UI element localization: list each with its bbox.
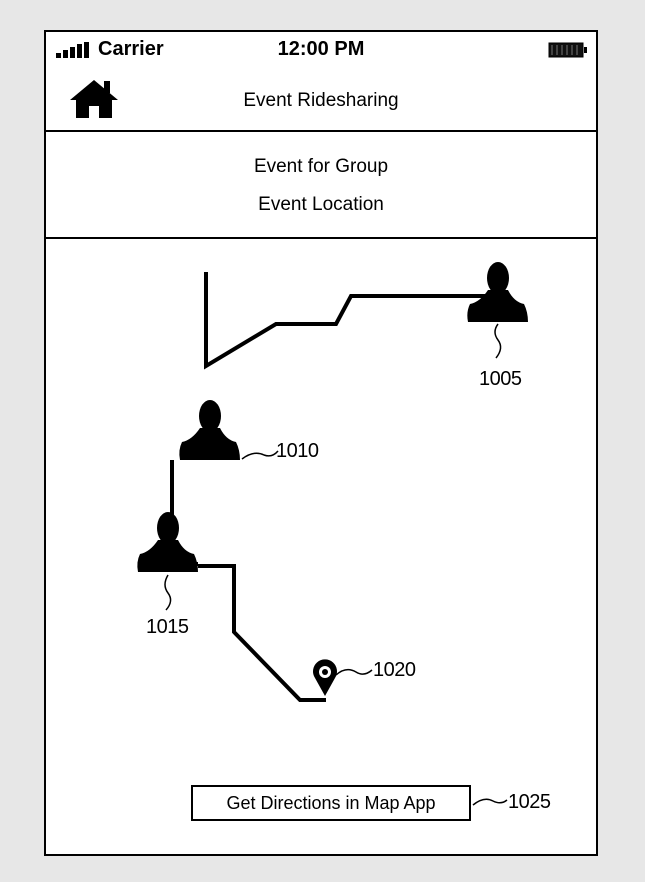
person-icon xyxy=(467,262,528,322)
location-pin-icon xyxy=(313,659,337,696)
leader-line xyxy=(164,574,172,611)
ref-label-1015: 1015 xyxy=(146,616,189,638)
person-icon xyxy=(179,400,240,460)
person-icon xyxy=(137,512,198,572)
status-bar: Carrier 12:00 PM xyxy=(46,32,596,68)
ref-label-1025: 1025 xyxy=(508,791,551,813)
leader-line xyxy=(335,668,373,676)
ref-label-1005: 1005 xyxy=(479,368,522,390)
status-time: 12:00 PM xyxy=(277,38,365,60)
leader-line xyxy=(472,798,508,806)
leader-line xyxy=(241,450,279,460)
leader-line xyxy=(494,323,502,359)
phone-frame: Carrier 12:00 PM Event Ridesharing Event… xyxy=(44,30,598,856)
get-directions-button[interactable]: Get Directions in Map App xyxy=(191,785,471,821)
ref-label-1010: 1010 xyxy=(276,440,319,462)
route-line xyxy=(198,564,326,702)
ref-label-1020: 1020 xyxy=(373,659,416,681)
signal-bars-icon xyxy=(56,42,89,58)
event-divider xyxy=(46,237,596,239)
route-map xyxy=(137,262,528,806)
event-group-label: Event for Group xyxy=(253,156,389,177)
route-line xyxy=(204,272,486,370)
carrier-label: Carrier xyxy=(98,38,164,60)
page-title: Event Ridesharing xyxy=(243,90,399,111)
event-location-label: Event Location xyxy=(258,194,384,215)
battery-icon xyxy=(548,42,587,58)
header-divider xyxy=(46,130,596,132)
home-icon[interactable] xyxy=(68,78,120,120)
